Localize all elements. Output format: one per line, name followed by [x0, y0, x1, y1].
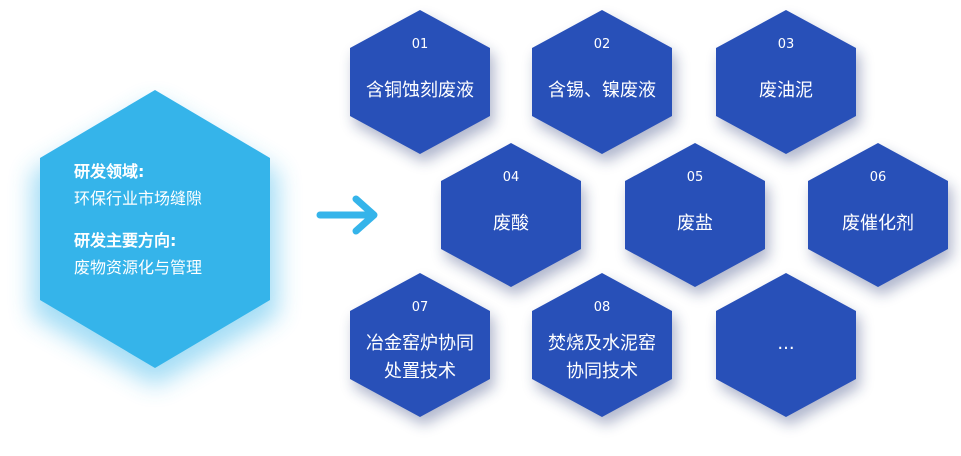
hexagon-shape [808, 143, 948, 287]
category-label: 协同技术 [566, 361, 638, 382]
category-label: 含锡、镍废液 [548, 80, 656, 101]
category-label: 废酸 [493, 213, 529, 234]
category-number: 02 [594, 37, 611, 52]
research-direction-text: 废物资源化与管理 [74, 258, 202, 277]
category-number: 01 [412, 37, 429, 52]
waste-category-hexagon: 02 含锡、镍废液 [532, 10, 676, 162]
waste-category-hexagon: 03 废油泥 [716, 10, 860, 162]
waste-category-hexagon: 06 废催化剂 [808, 143, 952, 295]
research-field-text: 环保行业市场缝隙 [74, 189, 202, 208]
category-label: 焚烧及水泥窑 [548, 333, 656, 354]
main-hexagon-shape [40, 90, 270, 368]
category-number: 03 [778, 37, 795, 52]
category-label: 冶金窑炉协同 [366, 333, 474, 354]
category-label: 废盐 [677, 213, 713, 234]
hexagon-shape [350, 273, 490, 417]
category-number: 04 [503, 170, 520, 185]
category-label: 废催化剂 [842, 213, 914, 234]
waste-category-hexagon: ... [716, 273, 860, 425]
category-number: 06 [870, 170, 887, 185]
research-direction-heading: 研发主要方向: [74, 231, 176, 250]
waste-category-hexagon: 01 含铜蚀刻废液 [350, 10, 494, 162]
hexagon-shape [716, 10, 856, 154]
hexagon-shape [716, 273, 856, 417]
hexagon-shape [625, 143, 765, 287]
waste-category-hexagon: 05 废盐 [625, 143, 769, 295]
hexagon-shape [532, 273, 672, 417]
category-number: 08 [594, 300, 611, 315]
research-field-heading: 研发领域: [74, 162, 144, 181]
category-number: 07 [412, 300, 429, 315]
hexagon-shape [532, 10, 672, 154]
category-number: 05 [687, 170, 704, 185]
hexagon-shape [441, 143, 581, 287]
waste-category-grid: 01 含铜蚀刻废液 02 含锡、镍废液 03 废油泥 04 废酸 05 废盐 06 废催化剂 07 冶金窑… [350, 10, 952, 425]
category-label: ... [777, 333, 794, 354]
waste-category-hexagon: 04 废酸 [441, 143, 585, 295]
hexagon-shape [350, 10, 490, 154]
category-label: 处置技术 [384, 361, 456, 382]
category-label: 废油泥 [759, 80, 813, 101]
arrow-right-icon [316, 195, 378, 235]
category-label: 含铜蚀刻废液 [366, 80, 474, 101]
main-hexagon: 研发领域: 环保行业市场缝隙 研发主要方向: 废物资源化与管理 [32, 90, 278, 386]
